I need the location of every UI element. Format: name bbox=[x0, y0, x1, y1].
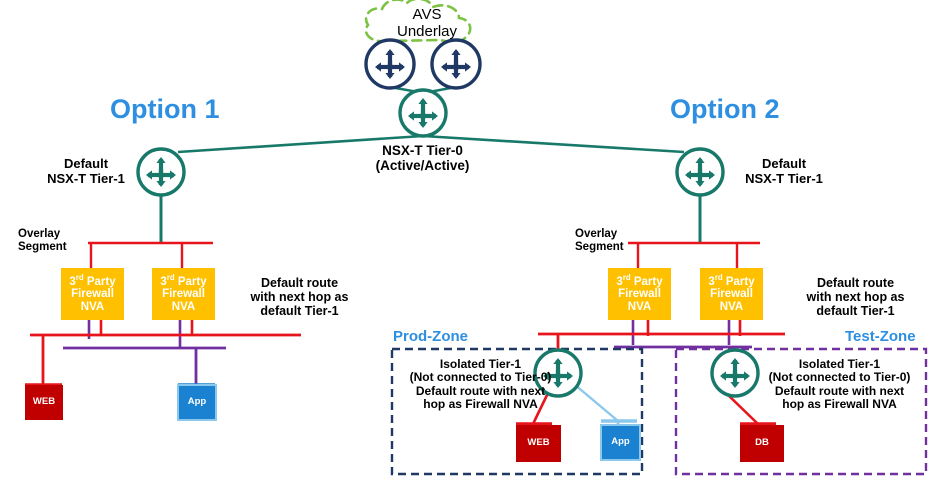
option-2-title: Option 2 bbox=[670, 94, 780, 124]
fw-left-2-label: 3rd Party Firewall NVA bbox=[160, 272, 207, 314]
router-tier1-right bbox=[675, 147, 725, 197]
test-zone-note: Isolated Tier-1(Not connected to Tier-0)… bbox=[768, 357, 911, 412]
vm-web-prod-label: WEB bbox=[527, 437, 550, 449]
prod-zone-note: Isolated Tier-1(Not connected to Tier-0)… bbox=[409, 357, 552, 412]
fw-right-1-label: 3rd Party Firewall NVA bbox=[616, 272, 663, 314]
fw-left-2-box bbox=[152, 268, 215, 320]
tier0-label: NSX-T Tier-0(Active/Active) bbox=[375, 143, 470, 174]
fw-left-1-box bbox=[61, 268, 124, 320]
router-underlay-right bbox=[430, 38, 482, 90]
router-underlay-left bbox=[364, 38, 416, 90]
router-isolated-prod bbox=[533, 348, 583, 398]
test-zone-box bbox=[674, 347, 928, 476]
fw-right-2-label: 3rd Party Firewall NVA bbox=[708, 272, 755, 314]
option-1-title: Option 1 bbox=[110, 94, 220, 124]
vm-web-prod-box bbox=[516, 425, 561, 462]
fw-left-1-label: 3rd Party Firewall NVA bbox=[69, 272, 116, 314]
router-isolated-test bbox=[710, 348, 760, 398]
vm-web-left-box bbox=[25, 385, 63, 420]
vm-db-test-box bbox=[740, 425, 784, 462]
router-tier0 bbox=[398, 88, 448, 138]
vm-app-left-box bbox=[177, 384, 217, 421]
router-tier1-left bbox=[136, 147, 186, 197]
fw-right-2-box bbox=[700, 268, 763, 320]
tier0-to-tier1-links bbox=[177, 134, 685, 154]
vm-app-left-label: App bbox=[187, 396, 207, 408]
vm-web-left-label: WEB bbox=[32, 396, 56, 408]
prod-zone-title: Prod-Zone bbox=[393, 328, 468, 345]
prod-zone-box bbox=[390, 347, 644, 476]
avs-underlay-cloud bbox=[364, 0, 472, 44]
fw-right-1-box bbox=[608, 268, 671, 320]
test-zone-title: Test-Zone bbox=[845, 328, 916, 345]
vm-app-prod-label: App bbox=[611, 436, 630, 448]
vm-app-prod-box bbox=[600, 424, 641, 461]
vm-db-test-label: DB bbox=[755, 437, 769, 449]
